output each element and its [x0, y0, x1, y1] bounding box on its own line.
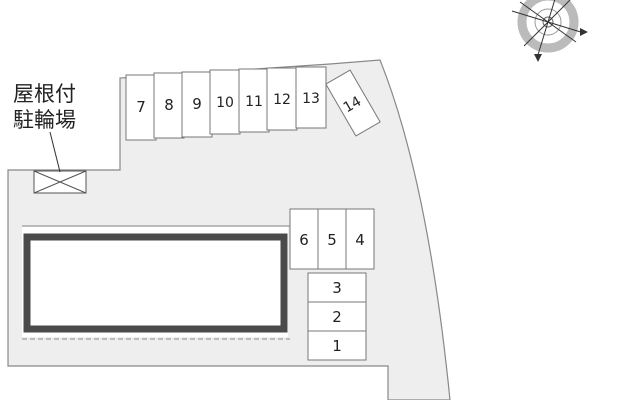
building	[22, 225, 290, 340]
slot-6: 6	[299, 231, 309, 249]
slot-13: 13	[302, 91, 320, 107]
slot-group-stack	[307, 272, 367, 361]
slot-7: 7	[136, 98, 146, 116]
slot-8: 8	[164, 96, 174, 114]
bike-shelter-label-line2: 駐輪場	[13, 108, 76, 132]
slot-group-top	[125, 66, 327, 141]
slot-14: 14	[341, 93, 365, 116]
slot-11: 11	[245, 94, 263, 110]
slot-9: 9	[192, 95, 202, 113]
bike-shelter-leader	[49, 131, 61, 173]
bike-shelter-label-line1: 屋根付	[13, 82, 76, 106]
slot-3: 3	[332, 279, 342, 297]
slot-5: 5	[327, 231, 337, 249]
slot-10: 10	[216, 95, 234, 111]
slot-4: 4	[355, 231, 365, 249]
slot-1: 1	[332, 337, 342, 355]
slot-12: 12	[273, 92, 291, 108]
slot-group-right	[289, 208, 375, 270]
slot-14-space	[325, 69, 381, 137]
slot-2: 2	[332, 308, 342, 326]
compass-rose-icon	[511, 0, 588, 62]
bike-shelter	[33, 170, 87, 194]
